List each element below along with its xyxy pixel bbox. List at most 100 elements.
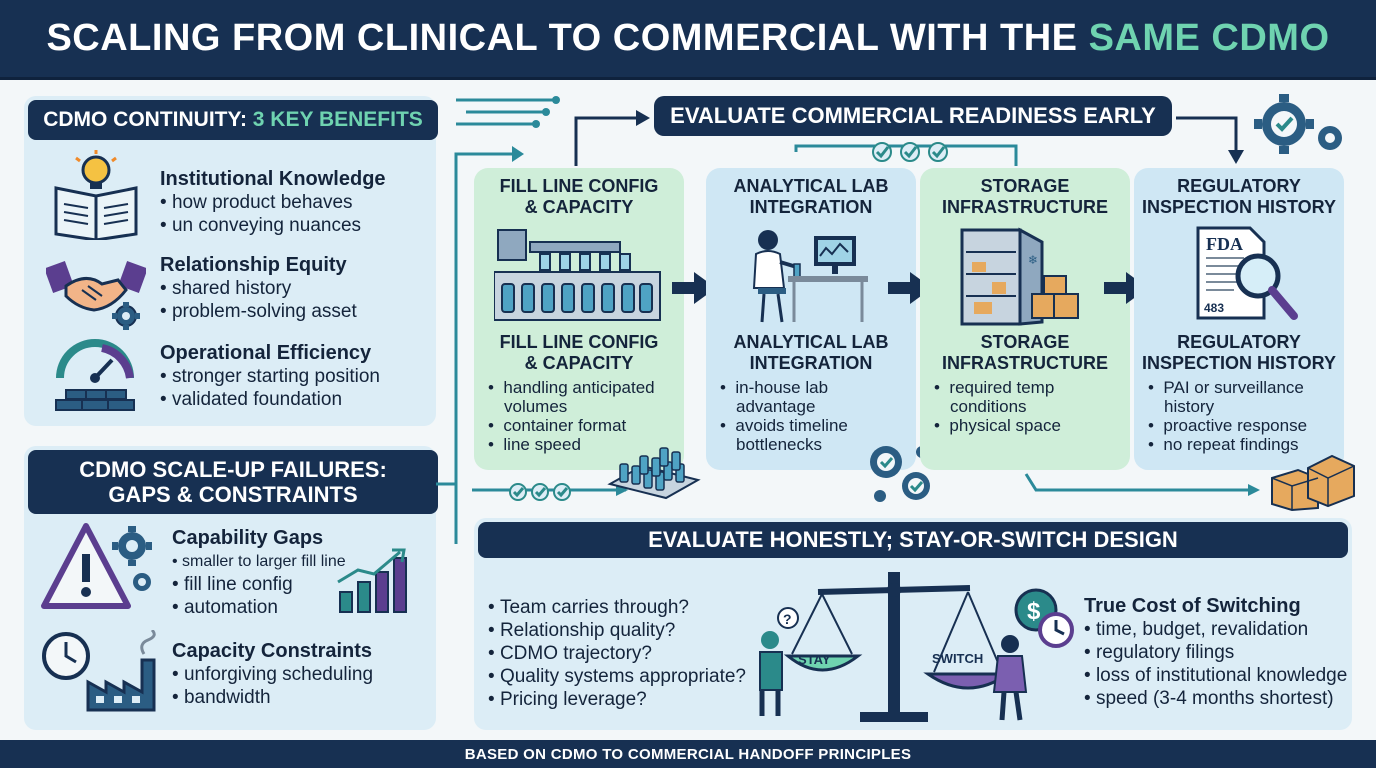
title-accent: SAME CDMO <box>1088 17 1330 59</box>
step-point: no repeat findings <box>1148 435 1338 454</box>
step-point: avoids timeline bottlenecks <box>720 416 910 454</box>
stay-switch-banner-text: EVALUATE HONESTLY; STAY-OR-SWITCH DESIGN <box>648 527 1178 553</box>
cost-point: loss of institutional knowledge <box>1084 664 1347 687</box>
step-point: PAI or surveillance history <box>1148 378 1338 416</box>
benefit-points: how product behaves un conveying nuances <box>160 191 386 237</box>
question-item: Pricing leverage? <box>488 688 746 711</box>
title-main: SCALING FROM CLINICAL TO COMMERCIAL WITH… <box>46 17 1089 59</box>
continuity-heading-a: CDMO CONTINUITY: <box>43 107 247 131</box>
step-point: in-house lab advantage <box>720 378 910 416</box>
page-title: SCALING FROM CLINICAL TO COMMERCIAL WITH… <box>46 17 1329 60</box>
question-item: CDMO trajectory? <box>488 642 746 665</box>
failure-capacity-constraints: Capacity Constraints unforgiving schedul… <box>172 640 373 709</box>
fda-document-magnifier-icon: FDA 483 <box>1196 226 1298 320</box>
open-book-lightbulb-icon <box>54 150 138 240</box>
question-item: Quality systems appropriate? <box>488 665 746 688</box>
failure-point: smaller to larger fill line <box>172 550 346 573</box>
gauge-foundation-icon <box>55 339 135 411</box>
failure-point: bandwidth <box>172 686 373 709</box>
lab-scientist-icon <box>752 230 868 323</box>
flow-connectors <box>436 96 1260 544</box>
step-point: line speed <box>488 435 678 454</box>
step-arrow <box>1104 282 1126 294</box>
benefit-point: un conveying nuances <box>160 214 386 237</box>
step-arrow <box>888 282 910 294</box>
step-title-bottom: REGULATORY INSPECTION HISTORY <box>1141 332 1337 373</box>
continuity-heading-b: 3 KEY BENEFITS <box>252 107 423 131</box>
continuity-heading: CDMO CONTINUITY: 3 KEY BENEFITS <box>28 100 438 140</box>
stay-switch-banner: EVALUATE HONESTLY; STAY-OR-SWITCH DESIGN <box>478 522 1348 558</box>
readiness-banner: EVALUATE COMMERCIAL READINESS EARLY <box>654 96 1172 136</box>
step-regulatory: REGULATORY INSPECTION HISTORY REGULATORY… <box>1134 168 1344 470</box>
svg-text:$: $ <box>1027 598 1041 625</box>
failure-point: unforgiving scheduling <box>172 663 373 686</box>
step-point: physical space <box>934 416 1124 435</box>
money-clock-icon: $ <box>1014 588 1074 648</box>
failure-point: automation <box>172 596 346 619</box>
title-bar: SCALING FROM CLINICAL TO COMMERCIAL WITH… <box>0 0 1376 80</box>
evaluation-questions: Team carries through? Relationship quali… <box>488 596 746 711</box>
step-points: in-house lab advantage avoids timeline b… <box>720 378 910 454</box>
benefit-title: Operational Efficiency <box>160 342 372 364</box>
cost-points: time, budget, revalidation regulatory fi… <box>1084 618 1347 710</box>
step-points: PAI or surveillance history proactive re… <box>1148 378 1338 454</box>
step-point: required temp conditions <box>934 378 1124 416</box>
failure-title: Capacity Constraints <box>172 640 373 662</box>
step-title-bottom: ANALYTICAL LAB INTEGRATION <box>733 332 889 373</box>
benefit-relationship-equity: Relationship Equity shared history probl… <box>160 254 357 323</box>
step-point: handling anticipated volumes <box>488 378 678 416</box>
cost-title: True Cost of Switching <box>1084 595 1301 617</box>
benefit-title: Institutional Knowledge <box>160 168 386 190</box>
failure-capability-gaps: Capability Gaps smaller to larger fill l… <box>172 527 346 619</box>
step-title-top: REGULATORY INSPECTION HISTORY <box>1141 176 1337 217</box>
question-item: Relationship quality? <box>488 619 746 642</box>
cold-storage-icon: ❄ <box>960 227 1079 326</box>
gear-checks-icon <box>870 446 930 502</box>
failure-points: unforgiving scheduling bandwidth <box>172 663 373 709</box>
growth-bar-chart-icon <box>337 548 407 613</box>
step-points: required temp conditions physical space <box>934 378 1124 435</box>
benefit-point: shared history <box>160 277 357 300</box>
fill-line-machine-icon <box>494 229 661 321</box>
switch-label: SWITCH <box>932 651 983 666</box>
step-storage: STORAGE INFRASTRUCTURE STORAGE INFRASTRU… <box>920 168 1130 470</box>
step-title-top: FILL LINE CONFIG & CAPACITY <box>499 176 659 217</box>
warning-gears-icon <box>41 523 152 609</box>
cost-point: time, budget, revalidation <box>1084 618 1347 641</box>
footer-text: BASED ON CDMO TO COMMERCIAL HANDOFF PRIN… <box>464 745 912 763</box>
step-arrow <box>672 282 694 294</box>
clock-factory-icon <box>42 630 156 712</box>
cost-point: regulatory filings <box>1084 641 1347 664</box>
failures-heading: CDMO SCALE-UP FAILURES: GAPS & CONSTRAIN… <box>28 450 438 514</box>
step-point: container format <box>488 416 678 435</box>
benefit-points: stronger starting position validated fou… <box>160 365 380 411</box>
vial-tray-icon <box>607 447 701 500</box>
stay-label: STAY <box>798 652 831 667</box>
footer: BASED ON CDMO TO COMMERCIAL HANDOFF PRIN… <box>0 740 1376 768</box>
readiness-banner-text: EVALUATE COMMERCIAL READINESS EARLY <box>670 103 1156 129</box>
failures-heading-line1: CDMO SCALE-UP FAILURES: <box>79 456 387 482</box>
shipping-boxes-icon <box>1271 454 1355 512</box>
handshake-gear-icon <box>46 261 146 330</box>
benefit-institutional-knowledge: Institutional Knowledge how product beha… <box>160 168 386 237</box>
true-cost-of-switching: True Cost of Switching time, budget, rev… <box>1084 595 1347 710</box>
benefit-point: validated foundation <box>160 388 380 411</box>
benefit-points: shared history problem-solving asset <box>160 277 357 323</box>
failure-points: smaller to larger fill line fill line co… <box>172 550 346 619</box>
step-title-top: STORAGE INFRASTRUCTURE <box>942 176 1108 217</box>
balance-scale-icon: STAY SWITCH ? <box>759 572 1028 722</box>
cost-point: speed (3-4 months shortest) <box>1084 687 1347 710</box>
step-analytical-lab: ANALYTICAL LAB INTEGRATION ANALYTICAL LA… <box>706 168 916 470</box>
gear-check-icon <box>1254 94 1342 154</box>
step-points: handling anticipated volumes container f… <box>488 378 678 454</box>
question-item: Team carries through? <box>488 596 746 619</box>
step-title-top: ANALYTICAL LAB INTEGRATION <box>733 176 889 217</box>
benefit-point: stronger starting position <box>160 365 380 388</box>
benefit-point: problem-solving asset <box>160 300 357 323</box>
benefit-point: how product behaves <box>160 191 386 214</box>
step-point: proactive response <box>1148 416 1338 435</box>
failure-point: fill line config <box>172 573 346 596</box>
step-title-bottom: FILL LINE CONFIG & CAPACITY <box>499 332 659 373</box>
benefit-title: Relationship Equity <box>160 254 347 276</box>
failure-title: Capability Gaps <box>172 527 324 549</box>
